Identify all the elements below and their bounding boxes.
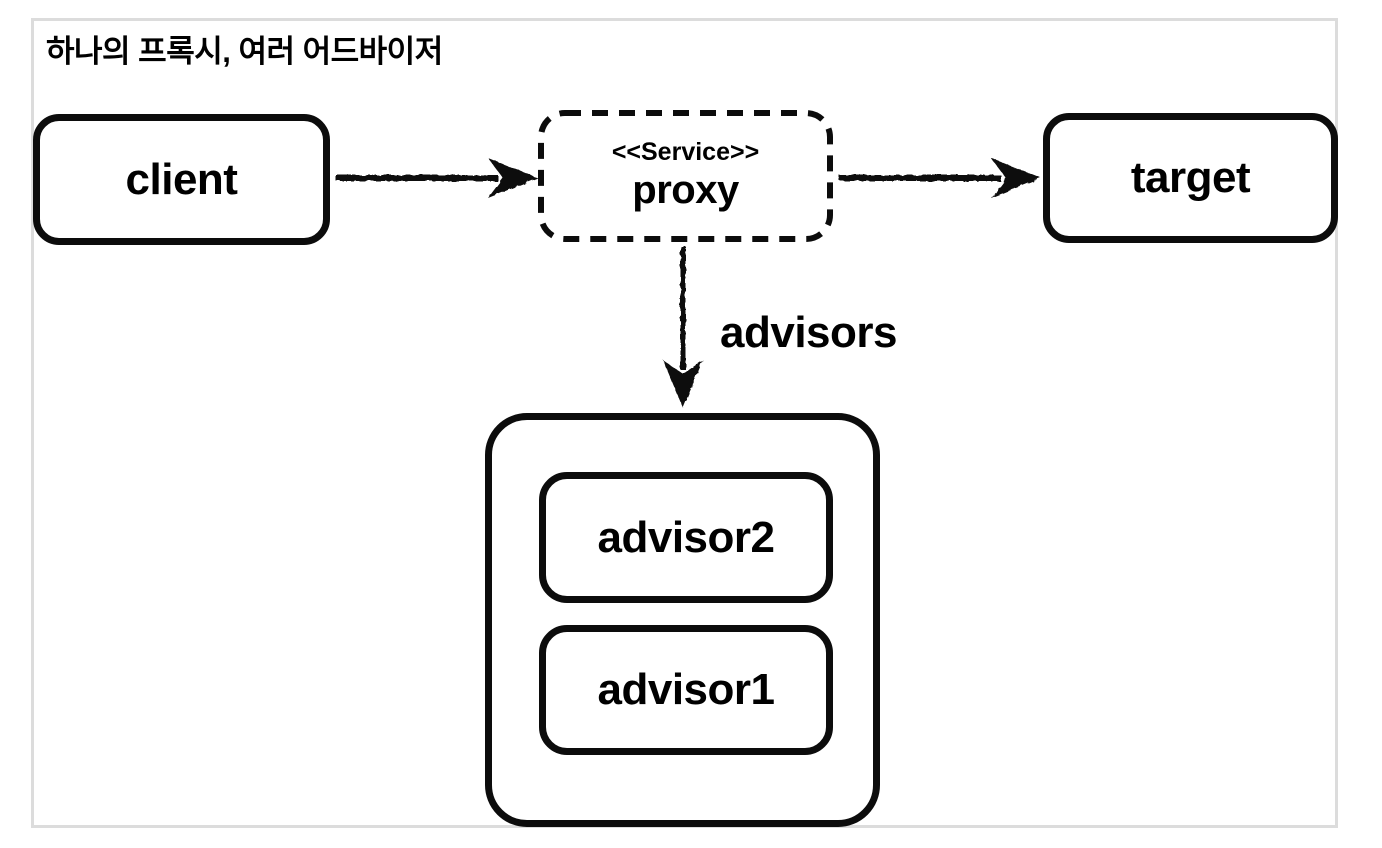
- proxy-node: <<Service>> proxy: [538, 110, 833, 242]
- diagram-title: 하나의 프록시, 여러 어드바이저: [46, 34, 443, 69]
- target-node: target: [1043, 113, 1338, 243]
- proxy-stereotype: <<Service>>: [611, 138, 760, 167]
- proxy-label: proxy: [632, 167, 739, 212]
- arrow-client-to-proxy: [336, 158, 538, 198]
- client-node: client: [33, 114, 330, 245]
- advisor1-label: advisor1: [597, 665, 775, 714]
- advisors-edge-label: advisors: [720, 308, 897, 357]
- target-label: target: [1130, 153, 1251, 202]
- arrow-proxy-to-target: [839, 158, 1041, 198]
- client-label: client: [125, 154, 238, 204]
- proxy-dashed-border: [538, 110, 833, 242]
- advisor2-label: advisor2: [597, 512, 775, 562]
- advisor1-node: advisor1: [539, 625, 833, 755]
- arrow-proxy-to-advisors: [663, 246, 703, 408]
- advisor2-node: advisor2: [539, 472, 833, 603]
